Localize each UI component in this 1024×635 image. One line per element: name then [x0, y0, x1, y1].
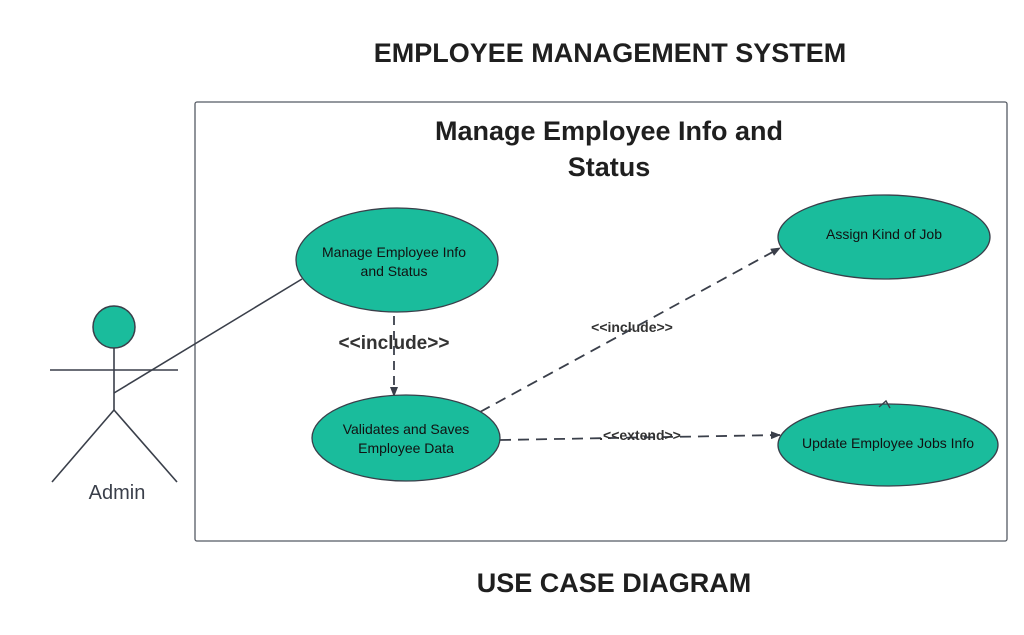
- system-boundary-title-line2: Status: [568, 152, 651, 182]
- diagram-title: EMPLOYEE MANAGEMENT SYSTEM: [374, 38, 847, 68]
- use-case-ellipse: [295, 207, 499, 313]
- use-case-label-line1: Update Employee Jobs Info: [802, 435, 974, 451]
- use-case-manage-employee-info[interactable]: Manage Employee Info and Status: [295, 207, 499, 313]
- use-case-label-line2: Employee Data: [358, 440, 454, 456]
- actor-admin[interactable]: [50, 305, 178, 483]
- use-case-validate-employee-data[interactable]: Validates and Saves Employee Data: [311, 394, 501, 482]
- use-case-assign-kind-of-job[interactable]: Assign Kind of Job: [777, 194, 991, 280]
- use-case-label-line2: and Status: [361, 263, 428, 279]
- use-case-label-line1: Validates and Saves: [343, 421, 470, 437]
- extend-label: .<<extend>>: [599, 427, 681, 443]
- actor-head: [92, 305, 136, 349]
- use-case-label-line1: Assign Kind of Job: [826, 226, 942, 242]
- use-case-label-line1: Manage Employee Info: [322, 244, 466, 260]
- system-boundary-title-line1: Manage Employee Info and: [435, 116, 783, 146]
- extend-point-marker: [878, 399, 891, 409]
- actor-right-leg: [113, 409, 178, 483]
- extend-arrow: [499, 431, 781, 441]
- actor-left-leg: [51, 409, 115, 483]
- diagram-footer: USE CASE DIAGRAM: [477, 568, 752, 598]
- include-arrow-diagonal: [479, 247, 781, 413]
- actor-label: Admin: [89, 482, 146, 504]
- use-case-ellipse: [311, 394, 501, 482]
- use-case-update-employee-jobs-info[interactable]: Update Employee Jobs Info: [777, 399, 999, 487]
- include-label-diagonal: <<include>>: [591, 319, 673, 335]
- use-case-ellipse: [777, 194, 991, 280]
- include-label-vertical: <<include>>: [339, 333, 450, 354]
- association-line: [113, 278, 303, 394]
- system-boundary: [194, 101, 1008, 542]
